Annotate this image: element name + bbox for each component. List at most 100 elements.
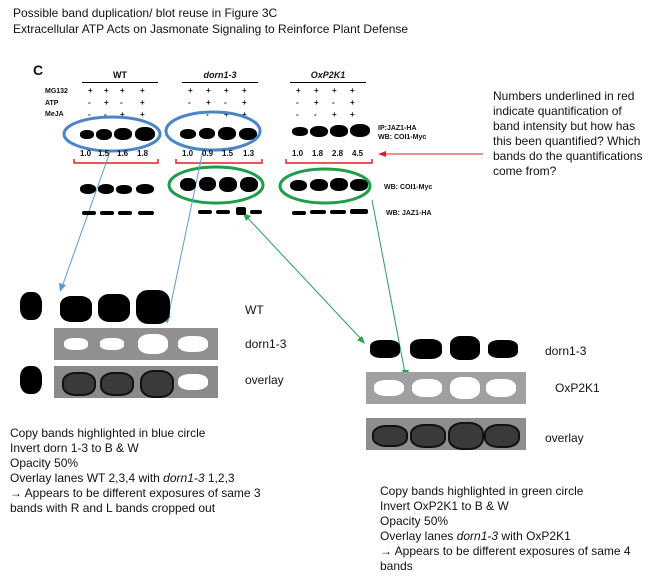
blot-band xyxy=(199,128,215,139)
sign: - xyxy=(224,98,227,107)
sign: - xyxy=(296,98,299,107)
wt-band xyxy=(20,292,42,320)
group-underline-wt xyxy=(82,82,158,83)
wt-band xyxy=(98,294,130,322)
inverted-band xyxy=(450,377,480,399)
right-note-line: Opacity 50% xyxy=(380,514,449,528)
blot-band xyxy=(250,210,262,214)
dorn-label-right: dorn1-3 xyxy=(545,344,587,358)
overlay-band xyxy=(62,372,96,396)
dorn-band xyxy=(370,340,400,358)
blot-band xyxy=(80,184,96,194)
panel-letter: C xyxy=(33,62,44,78)
sign: + xyxy=(242,110,247,119)
sign: - xyxy=(120,98,123,107)
overlay-strip-left xyxy=(54,366,218,398)
overlay-label-left: overlay xyxy=(245,373,284,387)
ox-strip xyxy=(366,372,526,404)
sign: + xyxy=(242,98,247,107)
right-note-line: Copy bands highlighted in green circle xyxy=(380,484,584,498)
wb-label-jaz: WB: JAZ1-HA xyxy=(386,210,432,217)
wb-label-coi: WB: COI1-Myc xyxy=(384,184,433,191)
group-underline-dorn xyxy=(182,82,258,83)
sign: + xyxy=(314,98,319,107)
red-underline-ox xyxy=(285,159,373,164)
inverted-band xyxy=(486,379,516,397)
blot-band xyxy=(292,211,306,215)
wt-band xyxy=(60,296,92,322)
blot-band xyxy=(116,185,132,194)
blot-band xyxy=(80,130,94,139)
overlay-band xyxy=(100,372,134,396)
blot-band xyxy=(330,125,348,137)
blot-band xyxy=(292,127,308,136)
left-note-line: Invert dorn 1-3 to B & W xyxy=(10,441,139,455)
blot-band xyxy=(100,211,114,215)
blot-band xyxy=(330,178,348,191)
wt-label: WT xyxy=(245,303,264,317)
sign: + xyxy=(242,86,247,95)
group-title-dorn: dorn1-3 xyxy=(203,70,237,80)
left-note-line: Copy bands highlighted in blue circle xyxy=(10,426,206,440)
ox-label: OxP2K1 xyxy=(555,381,600,395)
sign: + xyxy=(206,98,211,107)
left-note-line: Opacity 50% xyxy=(10,456,79,470)
text-fragment: Overlay lanes WT 2,3,4 with xyxy=(10,471,164,485)
right-notes: Copy bands highlighted in green circle I… xyxy=(380,484,631,574)
sign: + xyxy=(188,86,193,95)
blot-band xyxy=(218,127,236,140)
blot-band xyxy=(82,211,96,215)
inverted-band xyxy=(100,338,124,350)
quant-number: 1.3 xyxy=(243,149,255,158)
group-title-wt: WT xyxy=(113,70,127,80)
inverted-band xyxy=(138,334,168,354)
quant-number: 1.0 xyxy=(292,149,304,158)
left-note-line: Overlay lanes WT 2,3,4 with dorn1-3 1,2,… xyxy=(10,471,261,486)
quant-number: 0.9 xyxy=(202,149,214,158)
overlay-label-right: overlay xyxy=(545,431,584,445)
blot-band xyxy=(199,177,216,191)
blot-band xyxy=(138,211,154,215)
right-note: Numbers underlined in red indicate quant… xyxy=(493,89,643,178)
sign: + xyxy=(120,110,125,119)
sign: + xyxy=(104,86,109,95)
sign: + xyxy=(104,98,109,107)
blot-band xyxy=(350,124,370,137)
blue-arrow-1-head xyxy=(59,283,66,292)
left-note-line: bands with R and L bands cropped out xyxy=(10,501,216,515)
quant-number: 1.8 xyxy=(137,149,149,158)
blot-band xyxy=(136,184,154,194)
blot-band xyxy=(290,180,307,191)
blot-band xyxy=(180,178,196,191)
red-underline-wt xyxy=(73,159,159,164)
blot-band xyxy=(96,129,112,140)
sign: + xyxy=(332,86,337,95)
blot-band xyxy=(330,210,346,214)
green-circle-dorn xyxy=(167,165,265,205)
sign: - xyxy=(332,98,335,107)
green-arrow-1 xyxy=(242,212,363,341)
dorn-band xyxy=(450,336,480,360)
blot-band xyxy=(198,210,212,214)
dorn-band xyxy=(488,340,518,358)
blot-band xyxy=(350,209,368,214)
text-fragment: dorn1-3 xyxy=(456,529,499,543)
sign: + xyxy=(350,86,355,95)
quant-number: 1.0 xyxy=(182,149,194,158)
right-note-line: → Appears to be different exposures of s… xyxy=(380,544,631,558)
quant-number: 1.0 xyxy=(80,149,92,158)
header-line-1: Possible band duplication/ blot reuse in… xyxy=(13,6,278,20)
sign: + xyxy=(120,86,125,95)
overlay-band xyxy=(410,424,446,448)
inverted-band xyxy=(374,380,404,396)
sign: + xyxy=(140,86,145,95)
overlay-band xyxy=(448,422,484,450)
overlay-band-wt xyxy=(20,366,42,394)
blue-arrow-2 xyxy=(167,149,204,319)
left-notes: Copy bands highlighted in blue circle In… xyxy=(10,426,261,516)
inverted-band xyxy=(178,336,208,352)
green-arrow-1-head xyxy=(357,336,365,344)
text-fragment: Overlay lanes xyxy=(380,529,457,543)
sign: + xyxy=(88,86,93,95)
group-title-ox: OxP2K1 xyxy=(310,70,346,80)
